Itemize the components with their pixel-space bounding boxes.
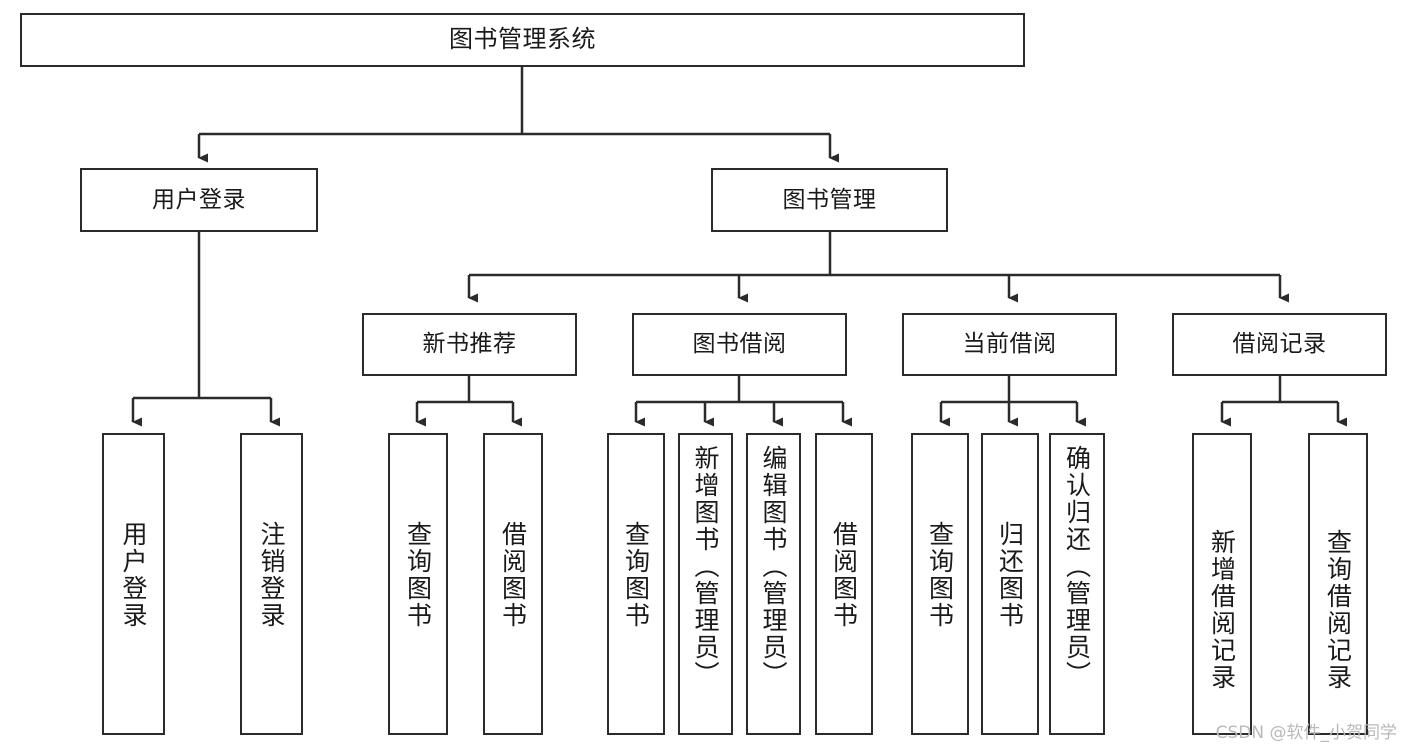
leaf-confirm-return[interactable]: 确认归还（管理员） <box>1049 433 1105 735</box>
leaf-user-login-label: 用户登录 <box>119 521 148 629</box>
leaf-return-book[interactable]: 归还图书 <box>981 433 1039 735</box>
leaf-add-book-label: 新增图书（管理员） <box>691 445 720 688</box>
node-user-login-label: 用户登录 <box>152 186 246 213</box>
leaf-confirm-return-label: 确认归还（管理员） <box>1062 445 1092 688</box>
leaf-logout-login-label: 注销登录 <box>257 521 286 629</box>
node-borrow-record-label: 借阅记录 <box>1232 331 1327 358</box>
node-book-borrow[interactable]: 图书借阅 <box>632 313 847 376</box>
leaf-add-record[interactable]: 新增借阅记录 <box>1192 433 1252 735</box>
leaf-query-book-1-label: 查询图书 <box>403 521 433 629</box>
leaf-query-book-2-label: 查询图书 <box>621 521 651 629</box>
node-book-management[interactable]: 图书管理 <box>711 168 948 232</box>
leaf-edit-book-label: 编辑图书（管理员） <box>759 445 788 688</box>
node-user-login[interactable]: 用户登录 <box>80 168 318 232</box>
node-book-management-label: 图书管理 <box>782 186 877 213</box>
leaf-borrow-book-2[interactable]: 借阅图书 <box>815 433 873 735</box>
leaf-user-login[interactable]: 用户登录 <box>102 433 165 735</box>
leaf-return-book-label: 归还图书 <box>995 521 1025 629</box>
node-book-borrow-label: 图书借阅 <box>692 331 787 358</box>
leaf-query-book-3[interactable]: 查询图书 <box>911 433 969 735</box>
leaf-query-book-1[interactable]: 查询图书 <box>388 433 448 735</box>
leaf-query-book-2[interactable]: 查询图书 <box>607 433 665 735</box>
node-borrow-record[interactable]: 借阅记录 <box>1172 313 1387 376</box>
leaf-borrow-book-2-label: 借阅图书 <box>829 521 859 629</box>
leaf-query-book-3-label: 查询图书 <box>925 521 955 629</box>
leaf-add-record-label: 新增借阅记录 <box>1207 529 1237 691</box>
node-current-borrow[interactable]: 当前借阅 <box>902 313 1117 376</box>
csdn-watermark: CSDN @软件_小贺同学 <box>1215 723 1397 743</box>
leaf-query-record-label: 查询借阅记录 <box>1323 529 1353 691</box>
leaf-borrow-book-1[interactable]: 借阅图书 <box>483 433 543 735</box>
leaf-add-book[interactable]: 新增图书（管理员） <box>678 433 733 735</box>
leaf-query-record[interactable]: 查询借阅记录 <box>1308 433 1368 735</box>
leaf-logout-login[interactable]: 注销登录 <box>240 433 303 735</box>
node-root[interactable]: 图书管理系统 <box>20 13 1025 67</box>
leaf-edit-book[interactable]: 编辑图书（管理员） <box>746 433 801 735</box>
leaf-borrow-book-1-label: 借阅图书 <box>498 521 528 629</box>
node-root-label: 图书管理系统 <box>449 25 596 54</box>
node-current-borrow-label: 当前借阅 <box>962 331 1057 358</box>
node-new-book-recommend-label: 新书推荐 <box>422 331 517 358</box>
node-new-book-recommend[interactable]: 新书推荐 <box>362 313 577 376</box>
